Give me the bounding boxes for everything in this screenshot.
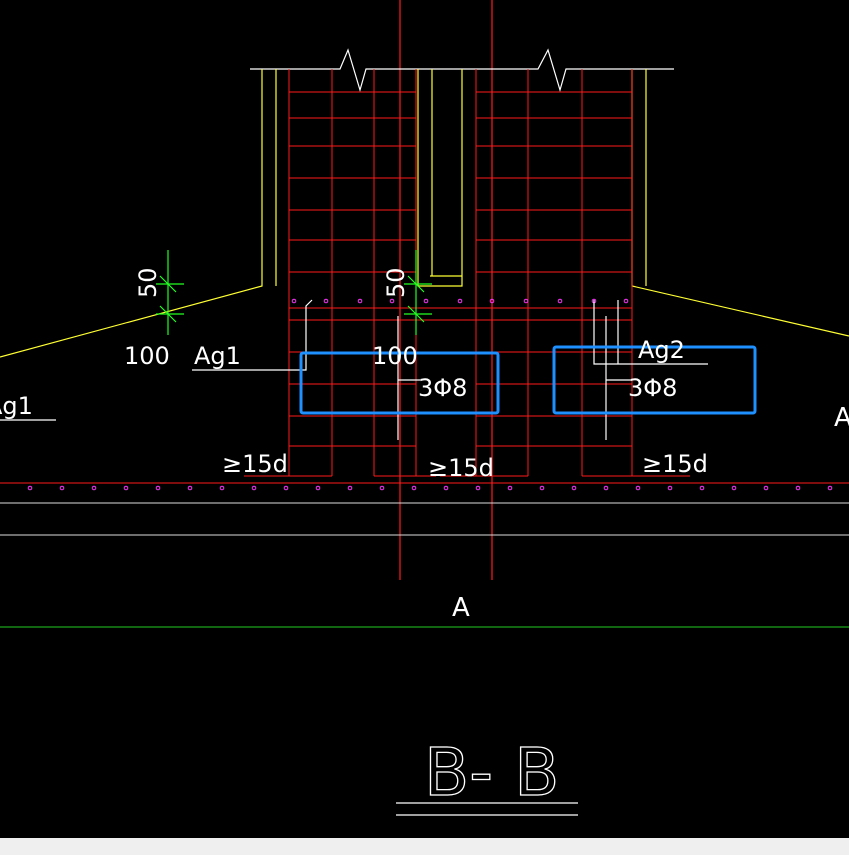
bar-dot [155, 485, 161, 491]
bar-dot [379, 485, 385, 491]
distribution-bars-top [291, 298, 629, 304]
status-strip [0, 838, 849, 855]
highlight-boxes [299, 345, 757, 415]
break-line [250, 48, 674, 93]
label-edge-right: A [834, 403, 849, 433]
bar-dot [571, 485, 577, 491]
dimension-marks [156, 250, 432, 335]
distribution-bars-bottom [27, 485, 833, 491]
label-ag1-edge: Ag1 [0, 392, 33, 420]
bar-dot [667, 485, 673, 491]
section-title: B- B [424, 734, 559, 811]
bar-dot [59, 485, 65, 491]
center-lines [399, 0, 493, 580]
leader-lines [0, 299, 708, 816]
label-15d-mid: ≥15d [428, 454, 494, 482]
bar-dot [443, 485, 449, 491]
bar-dot [489, 298, 495, 304]
bar-dot [523, 298, 529, 304]
rebar-cage-right [416, 69, 690, 477]
bar-dot [291, 298, 297, 304]
bar-dot [603, 485, 609, 491]
dim-100-left: 100 [124, 342, 170, 370]
highlight-box-left[interactable] [299, 351, 500, 415]
bar-dot [251, 485, 257, 491]
dim-100-mid: 100 [372, 342, 418, 370]
label-3phi8-left: 3Φ8 [418, 374, 467, 402]
dim-50-left: 50 [134, 267, 162, 298]
bar-dot [457, 298, 463, 304]
bar-dot [219, 485, 225, 491]
annotations: 50 50 100 100 Ag1 Ag1 Ag2 3Φ8 3Φ8 ≥15d ≥… [0, 267, 849, 811]
concrete-outline [0, 69, 849, 358]
bar-dot [187, 485, 193, 491]
bar-dot [731, 485, 737, 491]
bar-dot [389, 298, 395, 304]
label-15d-left: ≥15d [222, 450, 288, 478]
bar-dot [91, 485, 97, 491]
label-3phi8-right: 3Φ8 [628, 374, 677, 402]
bar-dot [699, 485, 705, 491]
bar-dot [123, 485, 129, 491]
bar-dot [635, 485, 641, 491]
bar-dot [323, 298, 329, 304]
label-ag2: Ag2 [638, 336, 685, 364]
bar-dot [357, 298, 363, 304]
label-15d-right: ≥15d [642, 450, 708, 478]
bar-dot [347, 485, 353, 491]
bar-dot [423, 298, 429, 304]
dim-50-mid: 50 [382, 267, 410, 298]
bar-dot [27, 485, 33, 491]
bar-dot [763, 485, 769, 491]
bar-dot [623, 298, 629, 304]
axis-label: A [452, 593, 470, 623]
bar-dot [795, 485, 801, 491]
bar-dot [283, 485, 289, 491]
highlight-box-right[interactable] [552, 345, 757, 415]
bar-dot [411, 485, 417, 491]
bar-dot [539, 485, 545, 491]
bar-dot [827, 485, 833, 491]
bar-dot [507, 485, 513, 491]
slab-lines [0, 482, 849, 628]
bar-dot [315, 485, 321, 491]
label-ag1: Ag1 [194, 342, 241, 370]
bar-dot [557, 298, 563, 304]
bar-dot [475, 485, 481, 491]
